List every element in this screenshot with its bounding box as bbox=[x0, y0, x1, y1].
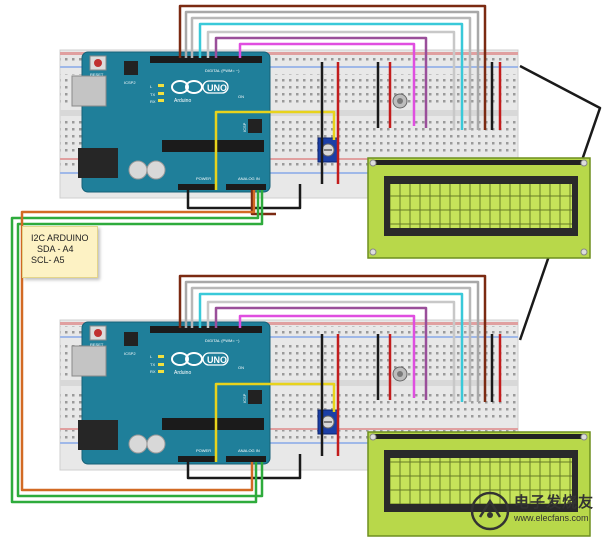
lcd-display-top bbox=[367, 157, 591, 259]
watermark: 电子发烧友 www.elecfans.com bbox=[470, 489, 610, 535]
reset-label: RESET bbox=[90, 342, 104, 347]
note-scl: SCL- A5 bbox=[31, 255, 65, 265]
wires-top bbox=[178, 4, 602, 341]
usb-port bbox=[71, 75, 107, 107]
icsp-header bbox=[248, 390, 262, 404]
on-label: ON bbox=[238, 365, 244, 370]
note-sda: SDA - A4 bbox=[37, 244, 74, 254]
rx-label: RX bbox=[150, 99, 156, 104]
icsp-label: ICSP bbox=[242, 122, 247, 132]
i2c-wires bbox=[10, 190, 264, 504]
model-label: UNO bbox=[207, 83, 227, 93]
microcontroller-chip bbox=[162, 418, 264, 430]
usb-port bbox=[71, 345, 107, 377]
upper-circuit: RESET ICSP2 DIGITAL (PWM= ~) TX RX L UNO… bbox=[59, 4, 602, 341]
arduino-logo: UNO Arduino bbox=[171, 352, 229, 376]
watermark-logo-icon bbox=[470, 491, 510, 531]
icsp-header bbox=[248, 119, 262, 133]
digital-header bbox=[150, 326, 262, 333]
icsp2-label: ICSP2 bbox=[124, 351, 136, 356]
power-jack bbox=[78, 148, 118, 178]
power-jack bbox=[78, 420, 118, 450]
icsp2-label: ICSP2 bbox=[124, 80, 136, 85]
note-title: I2C ARDUINO bbox=[31, 233, 89, 243]
arduino-logo: UNO Arduino bbox=[171, 80, 229, 104]
lcd-display-bottom bbox=[367, 431, 591, 537]
arduino-uno-top: RESET ICSP2 DIGITAL (PWM= ~) TX RX L UNO… bbox=[71, 51, 271, 193]
trimmer-pot-bottom bbox=[392, 366, 408, 382]
icsp-label: ICSP bbox=[242, 393, 247, 403]
i2c-note: I2C ARDUINO SDA - A4 SCL- A5 bbox=[22, 226, 98, 278]
power-header bbox=[178, 184, 216, 190]
wires-bottom bbox=[178, 274, 502, 480]
brand-label: Arduino bbox=[174, 370, 191, 376]
analog-header bbox=[226, 456, 266, 462]
trimmer-pot-top bbox=[392, 93, 408, 109]
microcontroller-chip bbox=[162, 140, 264, 152]
l-label: L bbox=[150, 354, 153, 359]
digital-label: DIGITAL (PWM= ~) bbox=[205, 338, 240, 343]
analog-label: ANALOG IN bbox=[238, 176, 260, 181]
model-label: UNO bbox=[207, 355, 227, 365]
tx-label: TX bbox=[150, 92, 155, 97]
l-label: L bbox=[150, 84, 153, 89]
tx-label: TX bbox=[150, 362, 155, 367]
watermark-url: www.elecfans.com bbox=[514, 513, 589, 523]
power-label: POWER bbox=[196, 448, 211, 453]
analog-header bbox=[226, 184, 266, 190]
icsp2-header bbox=[124, 332, 138, 346]
analog-label: ANALOG IN bbox=[238, 448, 260, 453]
watermark-text: 电子发烧友 bbox=[514, 494, 595, 511]
rx-label: RX bbox=[150, 369, 156, 374]
reset-label: RESET bbox=[90, 72, 104, 77]
power-label: POWER bbox=[196, 176, 211, 181]
power-header bbox=[178, 456, 216, 462]
digital-header bbox=[150, 56, 262, 63]
on-label: ON bbox=[238, 94, 244, 99]
brand-label: Arduino bbox=[174, 98, 191, 104]
arduino-uno-bottom: RESET ICSP2 DIGITAL (PWM= ~) L TX RX UNO… bbox=[71, 321, 271, 465]
lower-circuit: RESET ICSP2 DIGITAL (PWM= ~) L TX RX UNO… bbox=[59, 274, 591, 537]
icsp2-header bbox=[124, 61, 138, 75]
digital-label: DIGITAL (PWM= ~) bbox=[205, 68, 240, 73]
